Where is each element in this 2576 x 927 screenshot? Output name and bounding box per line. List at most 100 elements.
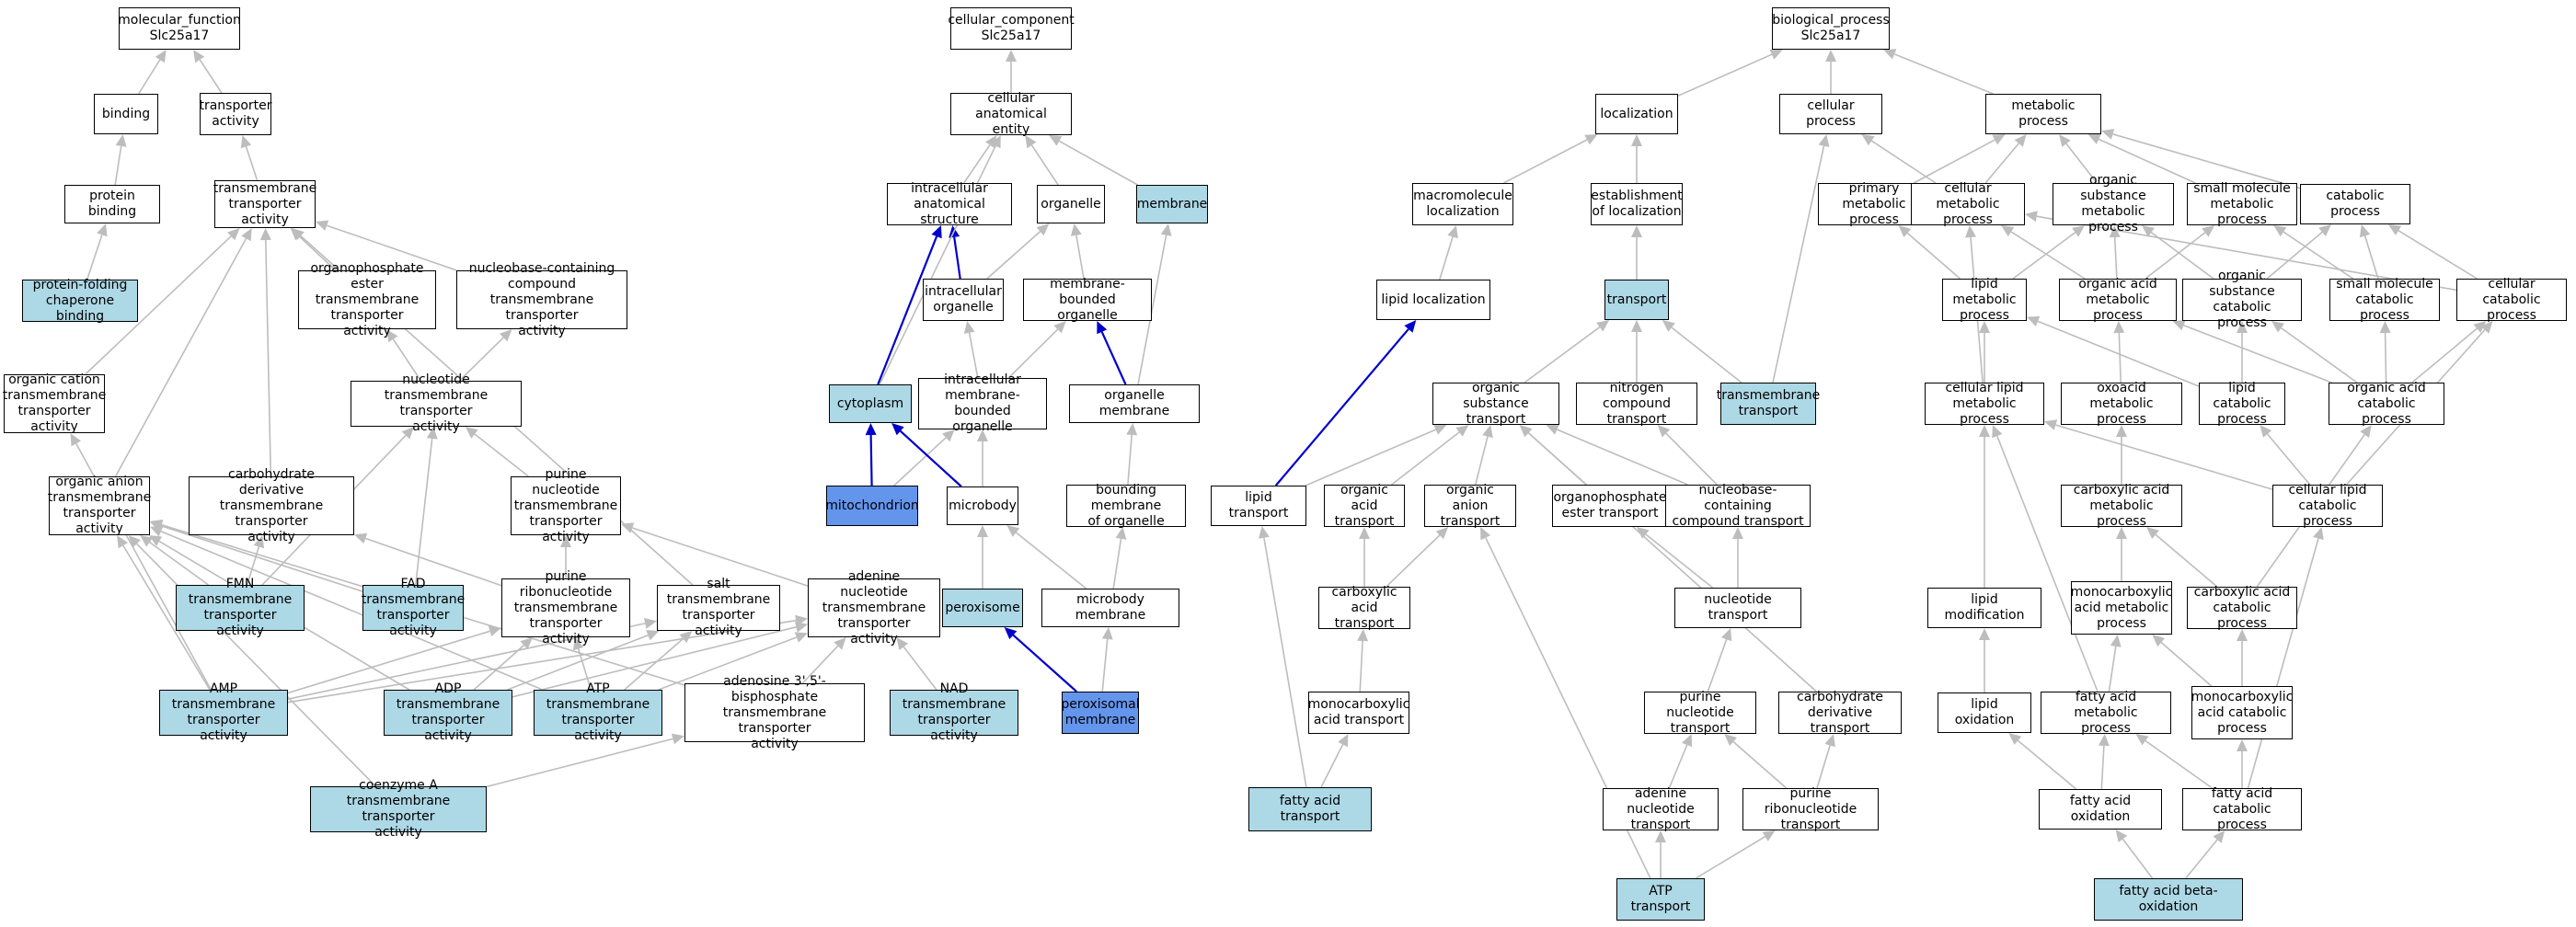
edge-microbody_membrane-to-microbody	[1016, 532, 1087, 589]
edge-arrowhead	[2027, 315, 2041, 326]
edge-arrowhead	[1655, 830, 1666, 842]
edge-metabolic_process-to-bp	[1893, 53, 1994, 95]
edge-arrowhead	[2142, 225, 2155, 237]
edge-arrowhead	[70, 433, 81, 447]
go-term-coa-tm: coenzyme A transmembrane transporter act…	[310, 778, 487, 840]
go-term-cellular-metabolic: cellular metabolic process	[1911, 181, 2025, 227]
edge-arrowhead	[1825, 50, 1836, 62]
edge-fatty_acid_oxidation-to-lipid_oxidation	[2017, 739, 2077, 790]
edge-arrowhead	[2359, 224, 2371, 238]
go-term-small-molecule-metabolic: small molecule metabolic process	[2187, 181, 2297, 227]
edge-atp_tm-to-salt_tm	[624, 637, 684, 691]
edge-icmb_organelle-to-mb_organelle	[1007, 328, 1059, 379]
edge-membrane-to-cae	[1059, 140, 1138, 186]
edge-arrowhead	[1769, 49, 1783, 60]
edge-amp_tm-to-purine_ribo_tm	[287, 630, 490, 694]
edge-nucleotide_transport-to-organophosphate_transport	[1645, 533, 1713, 589]
edge-mb_organelle-to-organelle	[1075, 235, 1085, 280]
edge-coa_tm-to-adenosine_bisphosphate_tm	[486, 738, 673, 788]
edge-organic_substance_catabolic-to-organic_substance_metabolic	[2150, 232, 2214, 280]
edge-arrowhead	[115, 134, 127, 147]
edge-arrowhead	[1631, 320, 1642, 332]
edge-arrowhead	[942, 429, 955, 442]
edge-arrowhead	[2101, 129, 2115, 140]
edge-ic_organelle-to-organelle	[986, 231, 1041, 280]
go-term-transport: transport	[1604, 280, 1669, 320]
edge-organic_substance_catabolic-to-catabolic_process	[2266, 231, 2323, 280]
go-term-lipid-transport: lipid transport	[1211, 486, 1306, 526]
edge-arrowhead	[2008, 733, 2022, 745]
edge-arrowhead	[500, 329, 512, 342]
go-term-cellular-process: cellular process	[1779, 94, 1882, 134]
edge-organic_acid_catabolic-to-cellular_catabolic	[2411, 327, 2478, 383]
edge-coa_tm-to-organic_anion_tm	[136, 543, 376, 787]
edge-arrowhead	[1447, 225, 1458, 239]
edge-arrowhead	[1883, 49, 1897, 60]
go-term-cc: cellular_component Slc25a17	[948, 7, 1075, 50]
edge-arrowhead	[1546, 424, 1559, 435]
edge-arrowhead	[97, 223, 108, 237]
edge-arrowhead	[386, 329, 398, 343]
edge-fatty_acid_catabolic-to-cellular_lipid_catabolic	[2247, 538, 2319, 789]
edge-arrowhead	[2202, 225, 2215, 237]
go-term-fatty-acid-beta-oxidation: fatty acid beta-oxidation	[2094, 878, 2243, 921]
edge-organic_acid_metabolic-to-small_molecule_metabolic	[2145, 232, 2206, 280]
go-term-cellular-catabolic: cellular catabolic process	[2456, 277, 2567, 323]
edge-nucleobase_transport-to-nitrogen_compound_transport	[1665, 432, 1718, 486]
edge-fatty_acid_catabolic-to-fatty_acid_metabolic	[2145, 739, 2214, 789]
edge-arrowhead	[140, 535, 154, 547]
go-term-adenine-nucleotide-transport: adenine nucleotide transport	[1603, 786, 1719, 832]
edge-arrowhead	[1631, 225, 1642, 237]
edge-arrowhead	[128, 535, 141, 548]
edge-lipid_metabolic-to-organic_substance_metabolic	[2012, 232, 2076, 280]
edge-cellular_metabolic-to-metabolic_process	[1984, 143, 2019, 184]
edge-carboxylic_acid_catabolic-to-carboxylic_acid_metabolic	[2155, 533, 2218, 588]
edge-carbohydrate_tm-to-tm_transporter	[265, 239, 272, 477]
edge-arrowhead	[1861, 134, 1875, 146]
edge-tm_transporter-to-transporter_activity	[245, 146, 259, 181]
edge-arrowhead	[2473, 321, 2487, 333]
edge-lipid_metabolic-to-primary_metabolic	[1906, 232, 1961, 280]
edge-localization-to-bp	[1677, 53, 1773, 97]
edge-arrowhead	[2388, 224, 2402, 235]
edge-arrowhead	[1657, 425, 1671, 438]
edge-arrowhead	[2113, 321, 2125, 334]
go-term-oxoacid-metabolic: oxoacid metabolic process	[2061, 381, 2182, 427]
edge-fmn_tm-to-organic_anion_tm	[149, 541, 209, 586]
go-term-peroxisomal-membrane: peroxisomal membrane	[1061, 692, 1140, 734]
edge-nucleobase_transport-to-organic_substance_transport	[1557, 429, 1688, 486]
edge-arrowhead	[1979, 628, 1990, 640]
edge-monocarboxylic_transport-to-carboxylic_acid_transport	[1359, 640, 1363, 692]
edge-binding-to-mf	[138, 59, 161, 95]
go-term-establishment-localization: establishment of localization	[1591, 183, 1683, 225]
edge-adenosine_bisphosphate_tm-to-adenine_nucleotide_tm	[801, 645, 839, 684]
edge-small_molecule_catabolic-to-catabolic_process	[2363, 235, 2379, 280]
edge-macromolecule_localization-to-localization	[1503, 139, 1588, 184]
go-term-organic-acid-metabolic: organic acid metabolic process	[2059, 277, 2177, 323]
edge-catabolic_process-to-metabolic_process	[2112, 133, 2301, 189]
edge-arrowhead	[834, 637, 846, 650]
edge-arrowhead	[1519, 425, 1533, 438]
go-term-purine-ribo-tm: purine ribonucleotide transmembrane tran…	[501, 569, 630, 647]
edge-arrowhead	[1631, 134, 1642, 146]
go-term-organelle-membrane: organelle membrane	[1069, 384, 1200, 423]
go-term-organophosphate-tm: organophosphate ester transmembrane tran…	[298, 261, 436, 338]
edge-arrowhead	[2087, 133, 2101, 144]
edge-nucleobase_tm-to-tm_transporter	[327, 224, 457, 271]
go-term-organelle: organelle	[1037, 185, 1105, 223]
edge-arrowhead	[931, 225, 942, 239]
go-term-cellular-lipid-metabolic: cellular lipid metabolic process	[1925, 381, 2044, 427]
edge-organic_anion_tm-to-tm_transporter	[114, 238, 247, 477]
edge-purine_ribo_tm-to-carbohydrate_tm	[365, 537, 502, 587]
edge-arrowhead	[2237, 321, 2248, 333]
go-term-carboxylic-acid-metabolic: carboxylic acid metabolic process	[2061, 483, 2182, 529]
edge-arrowhead	[2044, 419, 2058, 430]
edge-arrowhead	[401, 427, 414, 440]
edge-purine_nucleotide_transport-to-nucleotide_transport	[1707, 638, 1728, 692]
edge-arrowhead	[1160, 223, 1172, 236]
go-term-ias: intracellular anatomical structure	[887, 181, 1012, 227]
edge-fatty_acid_beta_oxidation-to-fatty_acid_oxidation	[2122, 838, 2154, 879]
go-term-purine-ribonucleotide-transport: purine ribonucleotide transport	[1742, 786, 1879, 832]
